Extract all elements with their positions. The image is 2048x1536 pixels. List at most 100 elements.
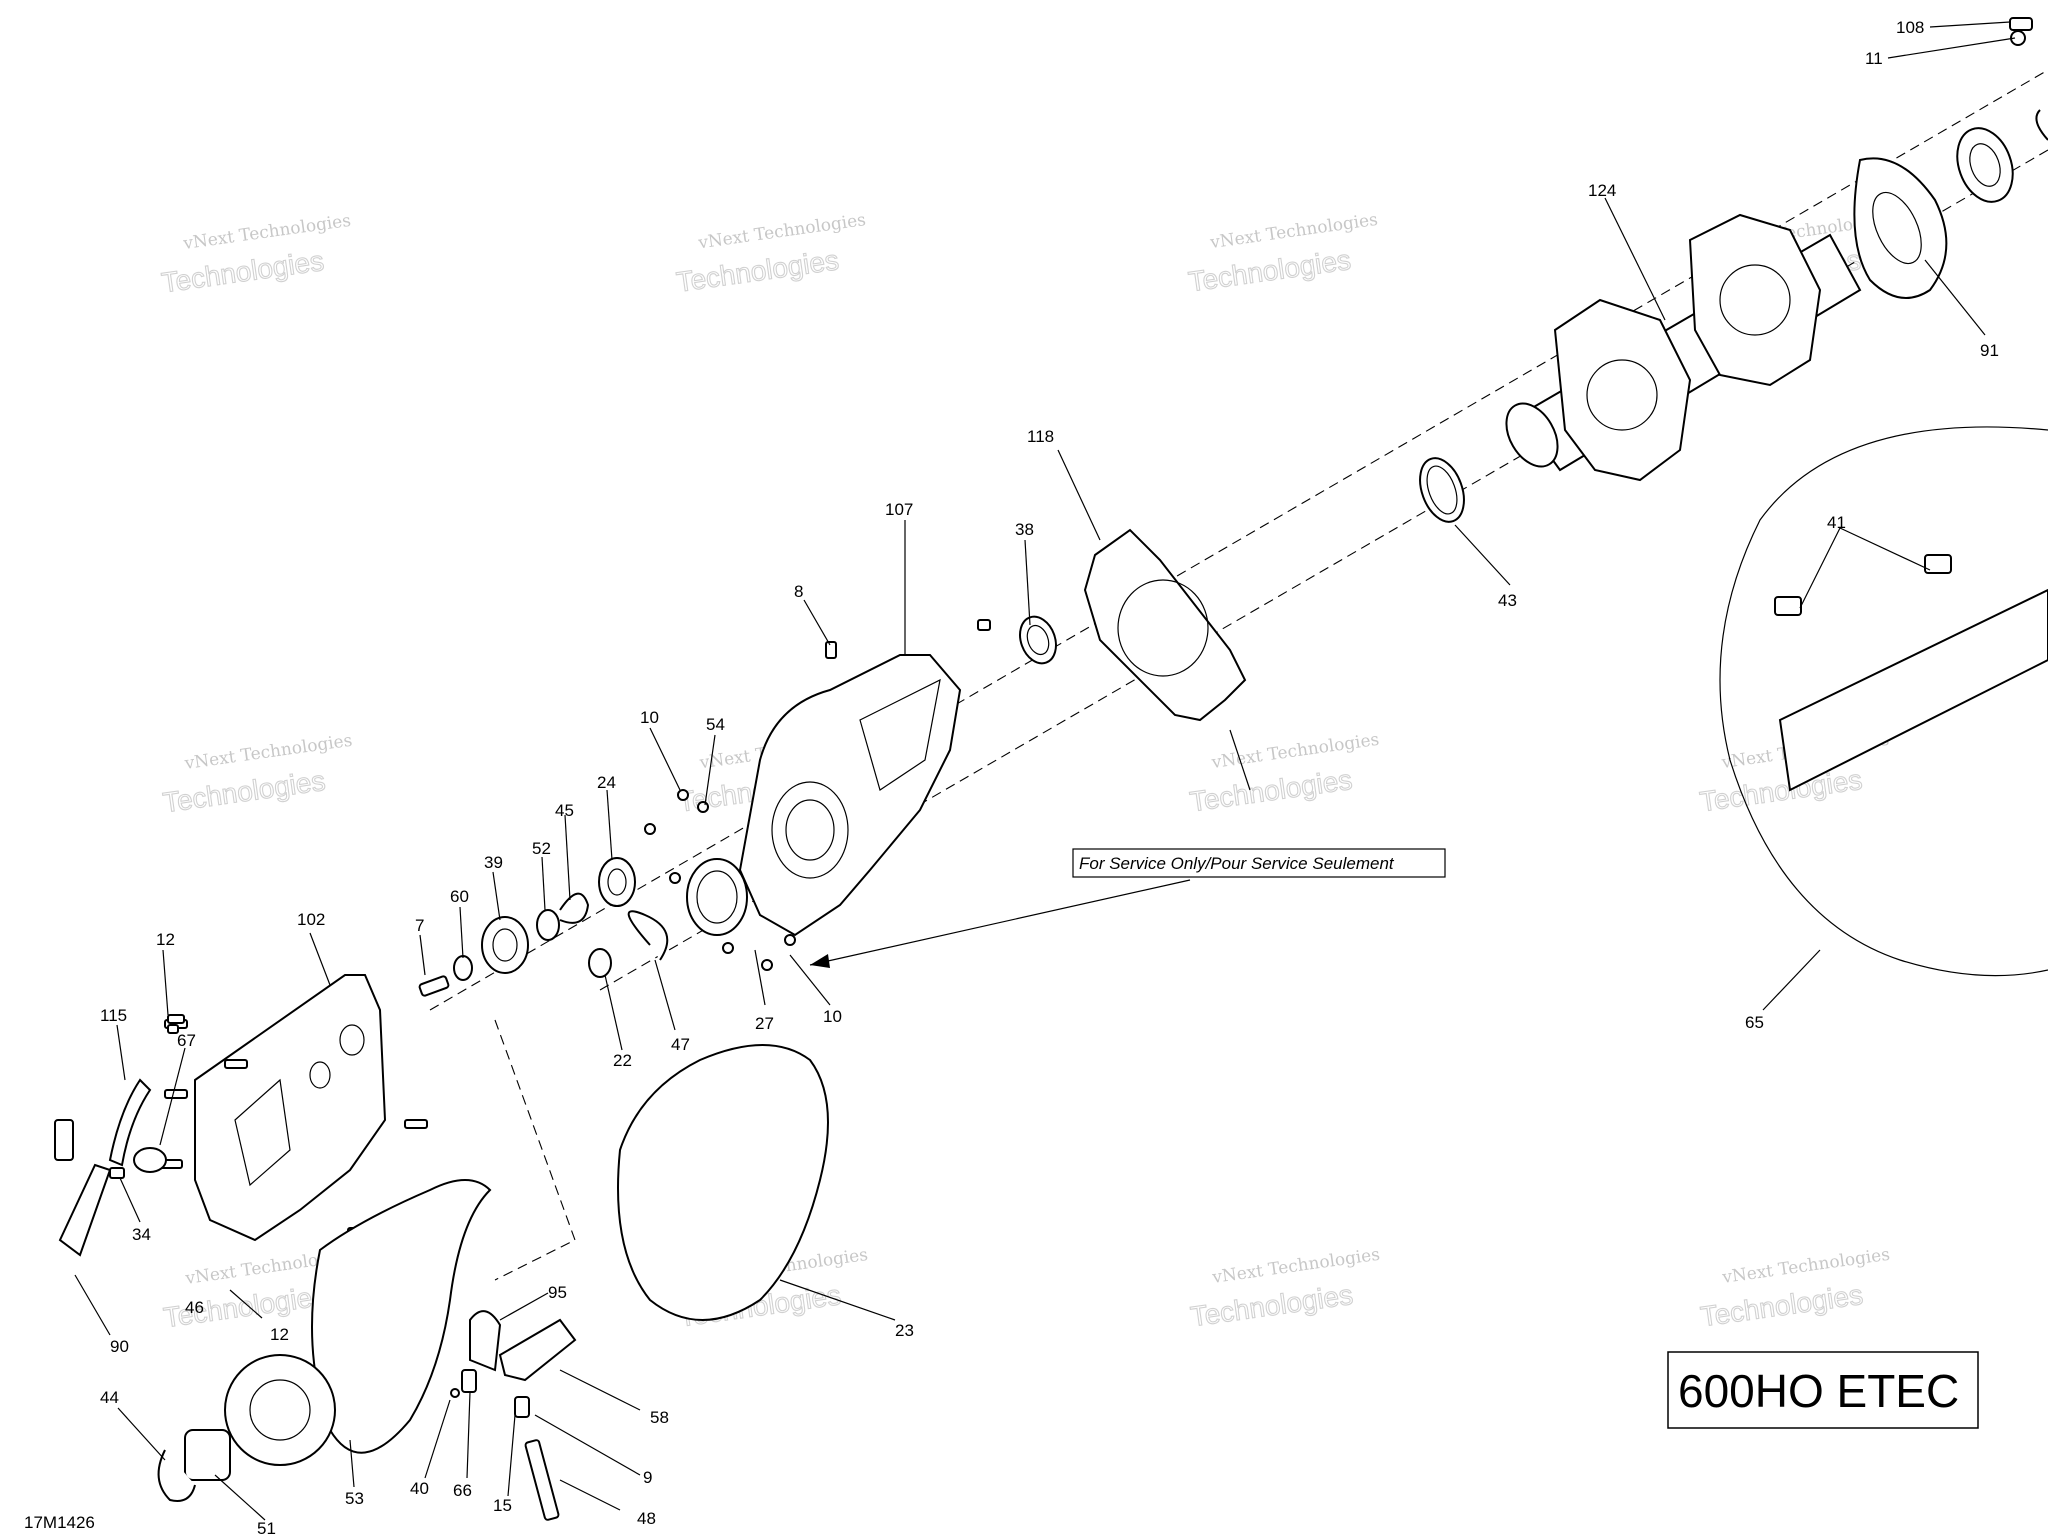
svg-text:vNext Technologies: vNext Technologies	[1209, 730, 1380, 773]
ring-22	[588, 948, 612, 978]
bolt-7	[418, 975, 450, 997]
callout-44: 44	[100, 1388, 119, 1407]
callout-58: 58	[650, 1408, 669, 1427]
svg-text:vNext Technologies: vNext Technologies	[1720, 1245, 1891, 1288]
clip-44	[157, 1449, 196, 1502]
callout-65: 65	[1745, 1013, 1764, 1032]
callout-11: 11	[1865, 49, 1883, 68]
svg-text:vNext Technologies: vNext Technologies	[183, 731, 354, 774]
hub-51	[184, 1429, 231, 1481]
tensioner-95	[469, 1310, 502, 1372]
callout-118: 118	[1027, 427, 1054, 446]
bolt-8	[825, 641, 837, 659]
callout-60: 60	[450, 887, 469, 906]
callout-52: 52	[532, 839, 551, 858]
callout-67: 67	[177, 1031, 196, 1050]
arm-58	[498, 1318, 577, 1382]
callout-40: 40	[410, 1479, 429, 1498]
callout-9: 9	[643, 1468, 652, 1487]
callout-12-top: 12	[156, 930, 175, 949]
callout-10-top: 10	[640, 708, 659, 727]
callout-38: 38	[1015, 520, 1034, 539]
chaincase-107	[738, 654, 962, 937]
callout-107: 107	[885, 500, 913, 519]
callout-124: 124	[1588, 181, 1616, 200]
seal-27	[686, 858, 748, 936]
watermark: vNext Technologies Technologies	[1698, 1245, 1891, 1333]
ring-43	[1419, 457, 1465, 523]
callout-23: 23	[895, 1321, 914, 1340]
callout-41: 41	[1827, 513, 1846, 532]
hose-115	[108, 1078, 152, 1167]
circlip-47	[627, 910, 669, 961]
callout-43: 43	[1498, 591, 1517, 610]
rod-48	[524, 1439, 560, 1521]
part-66	[461, 1369, 477, 1393]
svg-text:vNext Technologies: vNext Technologies	[1208, 210, 1379, 253]
watermark: vNext Technologies Technologies	[674, 210, 867, 298]
svg-text:vNext Technologies: vNext Technologies	[181, 211, 352, 254]
callout-27: 27	[755, 1014, 774, 1033]
svg-text:vNext Technologies: vNext Technologies	[696, 210, 867, 253]
callout-48: 48	[637, 1509, 656, 1528]
callout-95: 95	[548, 1283, 567, 1302]
fastener-108-11	[2009, 17, 2033, 46]
callout-8: 8	[794, 582, 803, 601]
bearing-52	[536, 909, 560, 941]
model-badge: 600HO ETEC	[1667, 1351, 1979, 1429]
part-40	[450, 1388, 460, 1398]
callout-54: 54	[706, 715, 725, 734]
model-badge-text: 600HO ETEC	[1678, 1365, 1959, 1417]
cover-102	[194, 974, 387, 1242]
gasket-23	[617, 1044, 829, 1321]
callout-24: 24	[597, 773, 616, 792]
callout-12-bottom: 12	[270, 1325, 289, 1344]
callout-46: 46	[185, 1298, 204, 1317]
arrow-head	[810, 954, 830, 968]
bolt-12	[167, 1014, 185, 1024]
watermark: vNext Technologies Technologies	[1186, 210, 1379, 298]
callout-108: 108	[1896, 18, 1924, 37]
callout-53: 53	[345, 1489, 364, 1508]
watermark: vNext Technologies Technologies	[159, 211, 352, 299]
callout-102: 102	[297, 910, 325, 929]
callout-91: 91	[1980, 341, 1999, 360]
drawing-id: 17M1426	[24, 1513, 95, 1532]
callout-10-bottom: 10	[823, 1007, 842, 1026]
sensor	[54, 1119, 125, 1179]
cap-67	[133, 1147, 167, 1173]
nuts	[644, 789, 796, 971]
lever-90	[58, 1163, 112, 1257]
drive-shaft-124	[1505, 213, 1862, 482]
gasket-118	[1083, 528, 1247, 722]
bolt-small	[977, 619, 991, 631]
svg-text:vNext Technologies: vNext Technologies	[1210, 1245, 1381, 1288]
callout-115: 115	[100, 1006, 127, 1025]
watermark: vNext Technologies Technologies	[160, 731, 354, 819]
leader-lines	[74, 21, 2016, 1521]
callout-labels: 108 11 124 91 118 107 38 43 41 8 10 54 2…	[100, 18, 1999, 1536]
plate-91	[1853, 157, 1948, 299]
circlip-45	[559, 892, 590, 924]
callout-22: 22	[613, 1051, 632, 1070]
detail-circle-65	[1719, 426, 2048, 977]
washer-60	[453, 955, 473, 981]
gear-39	[481, 916, 529, 974]
sprocket-46	[224, 1354, 336, 1466]
callout-7: 7	[415, 916, 424, 935]
callout-47: 47	[671, 1035, 690, 1054]
bearing-24	[598, 857, 636, 907]
circlip-top	[2035, 109, 2048, 141]
watermark: vNext Technologies Technologies	[1187, 730, 1380, 818]
callout-45: 45	[555, 801, 574, 820]
service-note: For Service Only/Pour Service Seulement	[1072, 848, 1446, 878]
callout-66: 66	[453, 1481, 472, 1500]
callout-15: 15	[493, 1496, 512, 1515]
bearing-top	[1956, 127, 2014, 203]
service-note-text: For Service Only/Pour Service Seulement	[1079, 854, 1395, 873]
parts	[54, 17, 2048, 1521]
part-15	[514, 1396, 530, 1418]
callout-51: 51	[257, 1519, 276, 1536]
callout-90: 90	[110, 1337, 129, 1356]
